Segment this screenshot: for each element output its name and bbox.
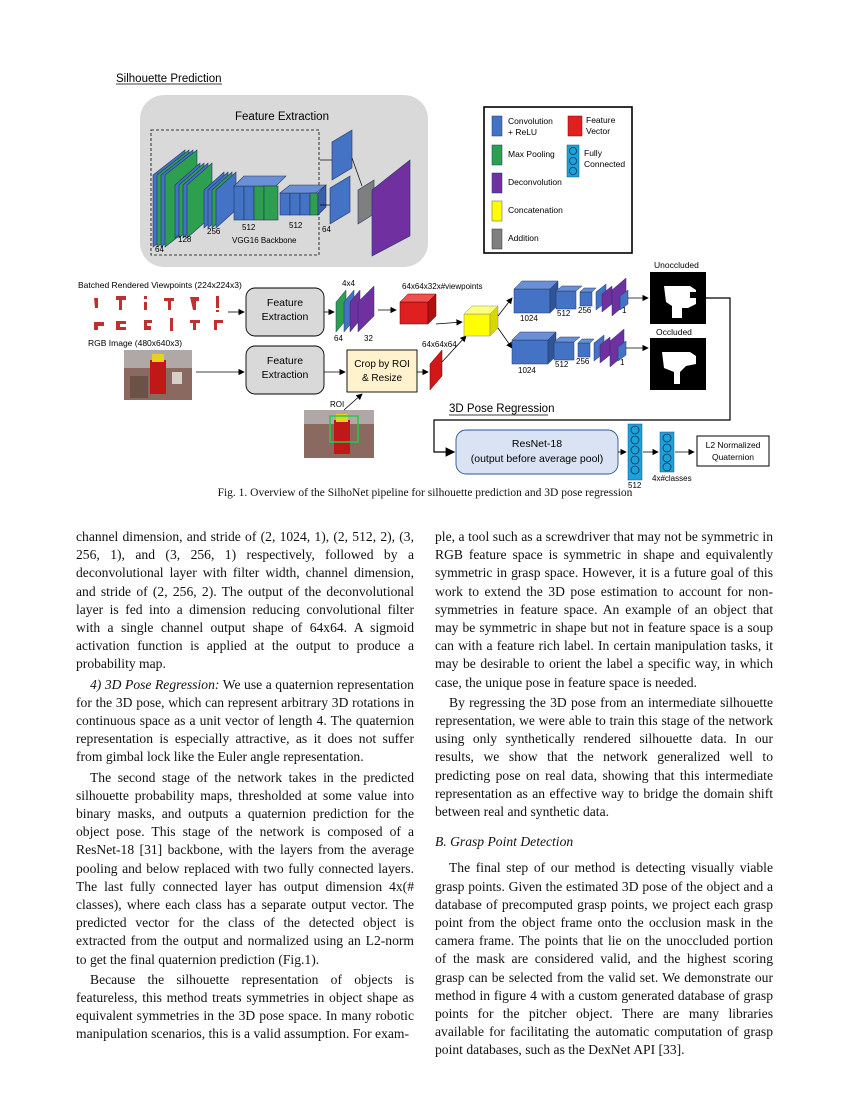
legend: Convolution + ReLU Max Pooling Deconvolu… — [483, 106, 633, 254]
vgg-dim-512a: 512 — [242, 223, 256, 232]
fc-512 — [627, 423, 643, 481]
legend-addition: Addition — [508, 233, 539, 243]
vgg16-backbone — [152, 149, 327, 248]
silhouette-heading: Silhouette Prediction — [116, 73, 221, 85]
vgg-dim-256: 256 — [207, 227, 221, 236]
right-paragraph-1: ple, a tool such as a screwdriver that m… — [435, 529, 773, 690]
occluded-mask — [650, 338, 706, 390]
rgb-label: RGB Image (480x640x3) — [88, 338, 182, 348]
upper-dim-1: 1 — [622, 306, 627, 315]
svg-text:Connected: Connected — [584, 159, 625, 169]
resnet-box — [455, 429, 619, 475]
figure-caption: Fig. 1. Overview of the SilhoNet pipelin… — [217, 487, 633, 499]
rendered-viewpoints — [94, 296, 223, 331]
dim-4x4: 4x4 — [342, 279, 355, 288]
l2-line1: L2 Normalized — [706, 440, 761, 450]
unoccluded-mask — [650, 272, 706, 324]
vgg-dim-512b: 512 — [289, 221, 303, 230]
l2-box — [696, 435, 770, 467]
fc-classes — [659, 431, 675, 473]
lower-feature-slab — [429, 349, 443, 391]
svg-text:Fully: Fully — [584, 148, 603, 158]
pipeline-figure: Silhouette Prediction Feature Extraction — [78, 73, 770, 490]
lower-dim-1024: 1024 — [518, 366, 536, 375]
upper-decoder — [513, 277, 629, 317]
left-column: channel dimension, and stride of (2, 102… — [76, 528, 414, 1044]
vgg-label: VGG16 Backbone — [232, 236, 297, 245]
upper-dim-1024: 1024 — [520, 314, 538, 323]
left-paragraph-3: The second stage of the network takes in… — [76, 769, 414, 967]
feature-vector-cube — [399, 293, 437, 325]
upper-dim-256: 256 — [578, 306, 592, 315]
right-column: ple, a tool such as a screwdriver that m… — [435, 528, 773, 1060]
occluded-label: Occluded — [656, 327, 692, 337]
vgg-dim-64: 64 — [155, 245, 164, 254]
vgg-branch-blocks — [329, 129, 411, 257]
svg-text:Feature: Feature — [586, 115, 616, 125]
right-paragraph-3: The final step of our method is detectin… — [435, 860, 773, 1058]
svg-text:Vector: Vector — [586, 126, 610, 136]
unoccluded-label: Unoccluded — [654, 260, 699, 270]
upper-conv-stack — [335, 285, 375, 333]
crop-box-label: Crop by ROI& Resize — [354, 359, 410, 384]
crop-box — [346, 349, 418, 393]
section-heading-grasp: B. Grasp Point Detection — [435, 834, 574, 850]
dim-32: 32 — [364, 334, 373, 343]
left-paragraph-1: channel dimension, and stride of (2, 102… — [76, 529, 414, 672]
feature-extraction-title: Feature Extraction — [235, 111, 329, 123]
right-paragraph-2: By regressing the 3D pose from an interm… — [435, 694, 773, 820]
fc-classes-label: 4x#classes — [652, 474, 692, 483]
lower-decoder — [511, 328, 627, 368]
left-paragraph-2: 4) 3D Pose Regression: We use a quaterni… — [76, 676, 414, 767]
rgb-image — [124, 350, 192, 400]
dim-64-upper: 64 — [334, 334, 343, 343]
left-paragraph-2-body: We use a quaternion representation for t… — [76, 676, 414, 765]
dim-64x64x64: 64x64x64 — [422, 340, 457, 349]
pose-return-line — [433, 297, 731, 457]
concat-cube — [463, 305, 499, 337]
legend-deconv: Deconvolution — [508, 177, 562, 187]
lower-dim-1: 1 — [620, 358, 625, 367]
section-runin-pose: 4) 3D Pose Regression: — [90, 676, 220, 692]
dim-viewpoints: 64x64x32x#viewpoints — [402, 282, 483, 291]
l2-line2: Quaternion — [712, 452, 754, 462]
upper-dim-512: 512 — [557, 309, 571, 318]
lower-dim-512: 512 — [555, 360, 569, 369]
svg-text:Convolution: Convolution — [508, 116, 553, 126]
pose-heading: 3D Pose Regression — [449, 403, 554, 415]
vgg-dim-64b: 64 — [322, 225, 331, 234]
resnet-line2: (output before average pool) — [471, 453, 604, 465]
left-paragraph-4: Because the silhouette representation of… — [76, 971, 414, 1042]
fe-box-lower — [245, 345, 325, 395]
batched-label: Batched Rendered Viewpoints (224x224x3) — [78, 280, 242, 290]
legend-concat: Concatenation — [508, 205, 563, 215]
roi-label: ROI — [330, 400, 344, 409]
resnet-line1: ResNet-18 — [512, 438, 562, 450]
legend-maxpool: Max Pooling — [508, 149, 555, 159]
fc-512-label: 512 — [628, 481, 642, 490]
vgg-dim-128: 128 — [178, 235, 192, 244]
lower-dim-256: 256 — [576, 357, 590, 366]
svg-text:+ ReLU: + ReLU — [508, 127, 537, 137]
roi-image — [304, 410, 374, 458]
